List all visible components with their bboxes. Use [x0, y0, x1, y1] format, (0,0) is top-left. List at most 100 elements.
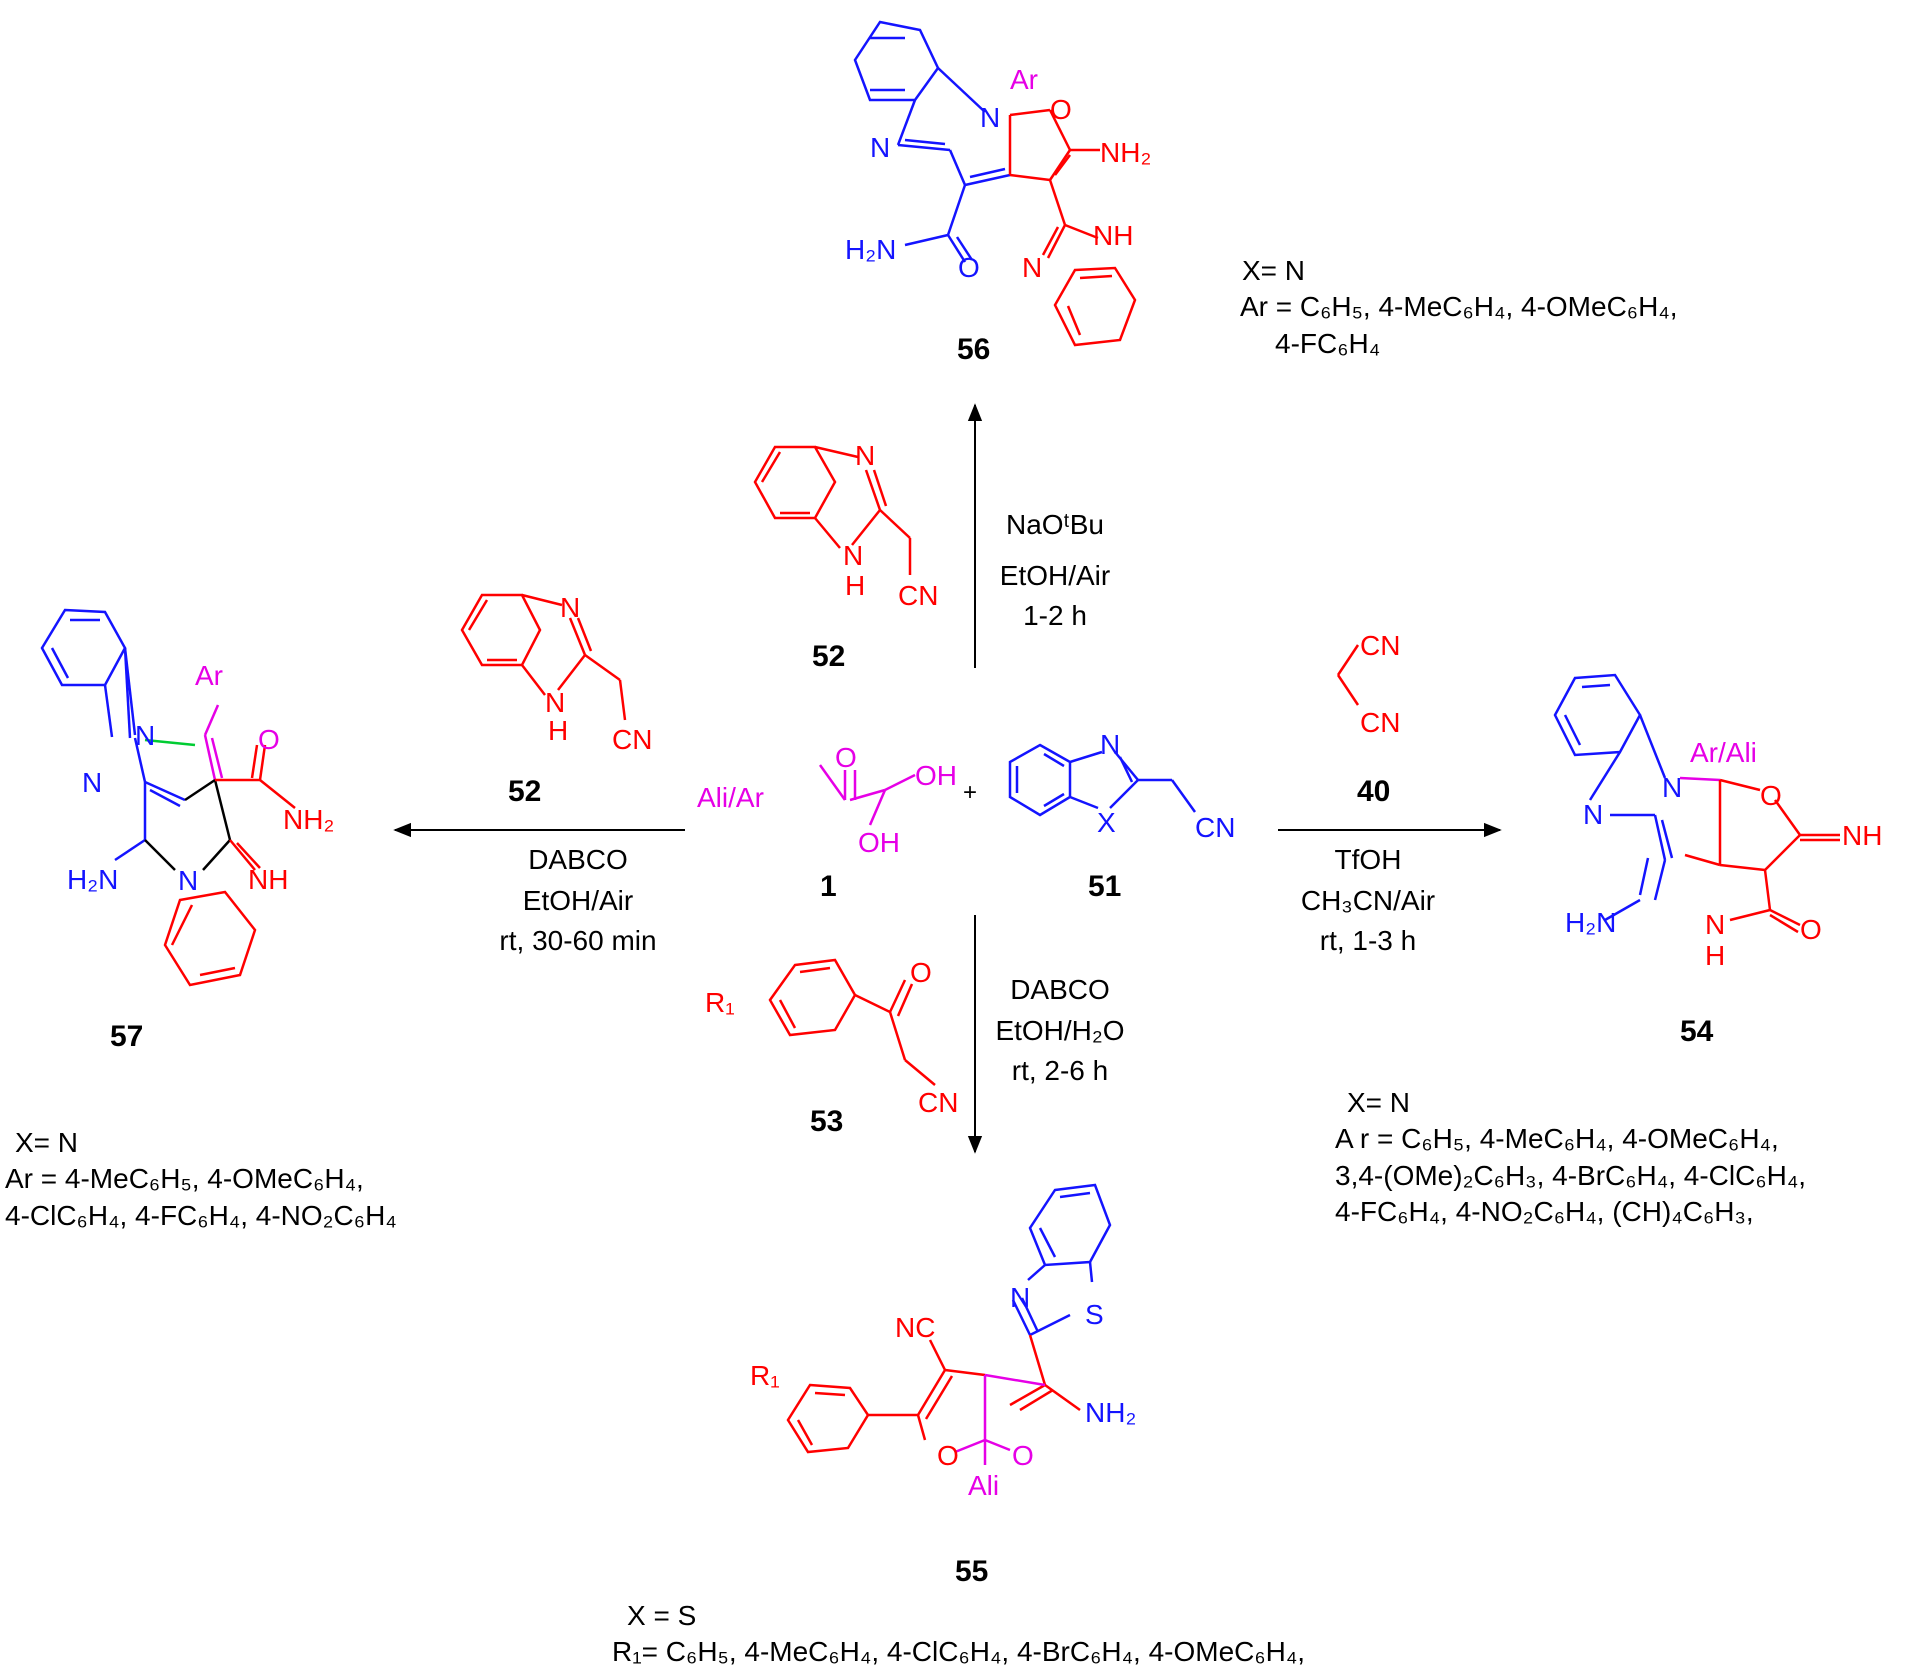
c51-cn-label: CN — [1195, 812, 1236, 843]
left-52-nh-n-label: N — [545, 687, 566, 718]
c54-note-x: X= N — [1347, 1087, 1411, 1118]
left-52-cn-label: CN — [612, 724, 653, 755]
compound-54-number: 54 — [1680, 1015, 1714, 1048]
top-52-nh-h-label: H — [845, 570, 866, 601]
compound-56-structure — [853, 20, 1137, 347]
c1-ali-ar-label: Ali/Ar — [697, 782, 764, 813]
c51-n-label: N — [1100, 729, 1121, 760]
c1-oh-top-label: OH — [915, 760, 957, 791]
reagent-40-structure — [1336, 644, 1360, 706]
c56-o-ring-label: O — [1050, 94, 1072, 125]
c54-nh-label: NH — [1842, 820, 1883, 851]
c54-notes: X= N A r = C₆H₅, 4-MeC₆H₄, 4-OMeC₆H₄, 3,… — [1335, 1085, 1806, 1231]
right-conditions: TfOH CH₃CN/Air rt, 1-3 h — [1268, 840, 1468, 962]
r40-cn-top-label: CN — [1360, 630, 1401, 661]
right-condition-solvent: CH₃CN/Air — [1300, 884, 1436, 916]
bottom-conditions: DABCO EtOH/H₂O rt, 2-6 h — [985, 970, 1135, 1092]
c55-r1-label: R₁ — [750, 1360, 780, 1391]
compound-51-structure — [1008, 743, 1197, 817]
c56-ar-label: Ar — [1010, 64, 1038, 95]
compound-57-structure — [40, 608, 296, 987]
c57-n-bridge-label: N — [135, 720, 156, 751]
c54-lactam-n-label: N — [1705, 909, 1726, 940]
c54-note-ar-2: 3,4-(OMe)₂C₆H₃, 4-BrC₆H₄, 4-ClC₆H₄, — [1335, 1159, 1807, 1191]
left-condition-solvent: EtOH/Air — [522, 884, 634, 916]
top-52-n-label: N — [855, 440, 876, 471]
reagent-53-number: 53 — [810, 1105, 844, 1138]
bottom-condition-base: DABCO — [1010, 974, 1110, 1005]
bottom-condition-time: rt, 2-6 h — [1011, 1055, 1109, 1087]
r53-o-label: O — [910, 957, 932, 988]
bottom-condition-solvent: EtOH/H₂O — [995, 1014, 1125, 1046]
plus-sign: + — [963, 779, 978, 806]
c57-h2n-label: H₂N — [67, 864, 119, 895]
compound-51-number: 51 — [1088, 870, 1122, 903]
compound-56-number: 56 — [957, 333, 991, 366]
c54-h2n-label: H₂N — [1565, 907, 1617, 938]
c54-n-imine-label: N — [1583, 799, 1604, 830]
c54-lactam-h-label: H — [1705, 940, 1726, 971]
compound-55-number: 55 — [955, 1555, 989, 1588]
top-condition-time: 1-2 h — [1023, 600, 1087, 632]
c57-n-imine-label: N — [82, 767, 103, 798]
r53-r1-label: R₁ — [705, 987, 735, 1018]
c56-n-imidazole-label: N — [1022, 252, 1043, 283]
c56-note-x: X= N — [1242, 255, 1306, 286]
left-condition-time: rt, 30-60 min — [499, 925, 657, 957]
compound-55-structure — [786, 1183, 1112, 1465]
top-reagent-52-number: 52 — [812, 640, 846, 673]
c55-nc-label: NC — [895, 1312, 936, 1343]
top-52-nh-n-label: N — [843, 540, 864, 571]
c56-nh2-label: NH₂ — [1100, 137, 1152, 168]
top-52-cn-label: CN — [898, 580, 939, 611]
left-conditions: DABCO EtOH/Air rt, 30-60 min — [468, 840, 688, 962]
c55-o-left-label: O — [937, 1440, 959, 1471]
left-condition-base: DABCO — [528, 844, 628, 875]
c55-note-x: X = S — [627, 1600, 697, 1631]
c57-n-pyrido-label: N — [178, 865, 199, 896]
compound-57-number: 57 — [110, 1020, 144, 1053]
c56-n-left-label: N — [870, 132, 891, 163]
c55-note-r1: R₁= C₆H₅, 4-MeC₆H₄, 4-ClC₆H₄, 4-BrC₆H₄, … — [612, 1636, 1306, 1668]
c54-note-ar-1: A r = C₆H₅, 4-MeC₆H₄, 4-OMeC₆H₄, — [1335, 1123, 1779, 1155]
r40-cn-bottom-label: CN — [1360, 707, 1401, 738]
c54-o-ring-label: O — [1760, 780, 1782, 811]
left-52-nh-h-label: H — [548, 715, 569, 746]
reagent-52-left-structure — [460, 593, 627, 721]
r53-cn-label: CN — [918, 1087, 959, 1118]
reagent-53-structure — [768, 958, 936, 1086]
c55-notes: X = S R₁= C₆H₅, 4-MeC₆H₄, 4-ClC₆H₄, 4-Br… — [612, 1598, 1305, 1671]
c57-nh2-label: NH₂ — [283, 804, 335, 835]
c57-note-ar: Ar = 4-MeC₆H₅, 4-OMeC₆H₄, — [5, 1163, 364, 1195]
c57-note-x: X= N — [15, 1127, 79, 1158]
c56-o-amide-label: O — [958, 252, 980, 283]
compound-1-number: 1 — [820, 870, 837, 903]
c1-o-label: O — [835, 742, 857, 773]
top-condition-base: NaOᵗBu — [1006, 509, 1104, 540]
c54-ar-ali-label: Ar/Ali — [1690, 737, 1757, 768]
c54-note-ar-3: 4-FC₆H₄, 4-NO₂C₆H₄, (CH)₄C₆H₃, — [1335, 1196, 1754, 1228]
c51-x-label: X — [1097, 807, 1116, 838]
c55-n-label: N — [1010, 1282, 1031, 1313]
c54-n-bridge-label: N — [1662, 772, 1683, 803]
top-condition-solvent: EtOH/Air — [999, 559, 1111, 591]
c57-notes: X= N Ar = 4-MeC₆H₅, 4-OMeC₆H₄, 4-ClC₆H₄,… — [5, 1125, 397, 1234]
c56-note-ar: Ar = C₆H₅, 4-MeC₆H₄, 4-OMeC₆H₄, — [1240, 291, 1678, 323]
top-conditions: NaOᵗBu EtOH/Air 1-2 h — [985, 505, 1125, 637]
c54-lactam-o-label: O — [1800, 914, 1822, 945]
c57-ar-label: Ar — [195, 660, 223, 691]
right-condition-acid: TfOH — [1334, 844, 1402, 875]
c56-notes: X= N Ar = C₆H₅, 4-MeC₆H₄, 4-OMeC₆H₄, 4-F… — [1240, 253, 1678, 362]
left-reagent-52-number: 52 — [508, 775, 542, 808]
compound-54-structure — [1553, 673, 1840, 934]
left-52-n-label: N — [560, 592, 581, 623]
c55-ali-label: Ali — [968, 1470, 1000, 1501]
reagent-52-top-structure — [753, 445, 912, 575]
c1-oh-bottom-label: OH — [858, 827, 900, 858]
reagent-40-number: 40 — [1357, 775, 1391, 808]
c57-note-ar-cont: 4-ClC₆H₄, 4-FC₆H₄, 4-NO₂C₆H₄ — [5, 1199, 397, 1231]
c56-note-ar-cont: 4-FC₆H₄ — [1275, 327, 1381, 359]
c55-s-label: S — [1085, 1299, 1104, 1330]
c55-o-right-label: O — [1012, 1440, 1034, 1471]
